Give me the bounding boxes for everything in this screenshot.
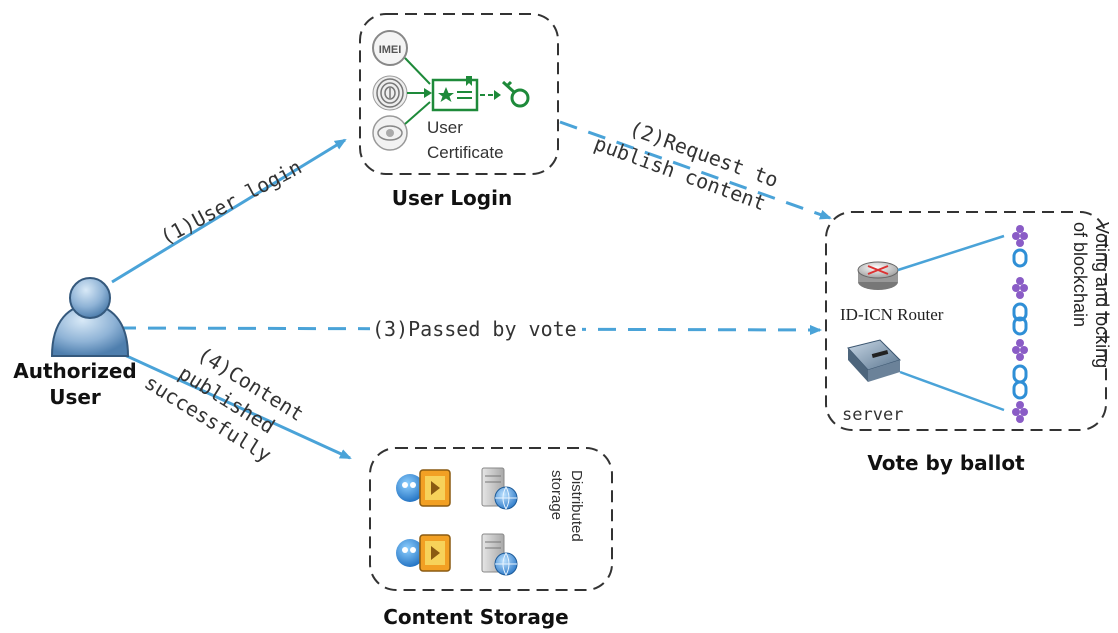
vote-title: Vote by ballot: [867, 451, 1025, 475]
storage-title: Content Storage: [383, 605, 569, 629]
storage-server-icon-1: [481, 467, 518, 510]
content-storage-box: Distributed storage Content Storage: [369, 447, 613, 629]
block-node-4: [1012, 401, 1028, 423]
server-chain-link: [899, 370, 1005, 412]
link-arrowhead: [424, 88, 432, 98]
step4-label: (4)Content published successfully: [140, 342, 308, 467]
router-chain-link: [897, 234, 1005, 272]
step3-label-bg: [370, 316, 582, 342]
storage-border: [369, 447, 613, 591]
chain-link-2: [1012, 302, 1028, 322]
chain-link-3: [1012, 316, 1028, 336]
storage-server-icon-2: [481, 533, 518, 576]
vote-border: [825, 211, 1107, 431]
user-login-title: User Login: [392, 186, 512, 210]
blockchain-caption-line1: Voting and locking: [1092, 222, 1112, 368]
block-node-1: [1012, 225, 1028, 247]
arrow-content-published: [117, 350, 352, 460]
step3-label: (3)Passed by vote: [372, 317, 577, 341]
chain-link-5: [1012, 380, 1028, 400]
user-login-border: [359, 13, 559, 175]
block-node-3: [1012, 339, 1028, 361]
blockchain-caption-line2: of blockchain: [1070, 222, 1090, 327]
key-icon: [501, 80, 530, 108]
chain-link-1: [1012, 248, 1028, 268]
certificate-icon: [431, 76, 479, 112]
chain-link-4: [1012, 364, 1028, 384]
router-icon: [857, 261, 899, 290]
vote-box: ID-ICN Router server Voting and locking …: [825, 211, 1112, 475]
server-label: server: [842, 405, 903, 425]
blockchain-caption: Voting and locking of blockchain: [1070, 222, 1112, 368]
arrow-request-publish: [559, 120, 832, 220]
router-label: ID-ICN Router: [840, 305, 944, 324]
imei-icon: IMEI: [372, 30, 408, 66]
media-content-icon-1: [396, 469, 451, 507]
imei-label: IMEI: [379, 44, 402, 56]
step1-label: (1)User login: [156, 155, 305, 250]
cert-to-key-arrowhead: [494, 90, 501, 100]
authorized-user: Authorized User: [13, 277, 137, 409]
arrow-user-login: [111, 138, 347, 284]
distributed-caption-line2: storage: [548, 470, 565, 520]
server-icon: [847, 339, 901, 382]
eye-link: [404, 101, 431, 125]
imei-link: [404, 57, 431, 85]
media-content-icon-2: [396, 534, 451, 572]
distributed-caption-line1: Distributed: [568, 470, 585, 542]
user-icon: [50, 277, 130, 357]
arrow-passed-by-vote: [117, 324, 822, 335]
block-node-2: [1012, 277, 1028, 299]
blockchain-icon: [1012, 225, 1028, 423]
user-name-line1: Authorized: [13, 359, 137, 383]
fingerprint-icon: [372, 75, 408, 111]
cert-label-line2: Certificate: [427, 143, 504, 162]
eye-scan-icon: [372, 115, 408, 151]
user-name-line2: User: [49, 385, 101, 409]
distributed-caption: Distributed storage: [548, 470, 585, 542]
user-login-box: IMEI U: [359, 13, 559, 210]
step2-label: (2)Request to publish content: [591, 116, 782, 215]
cert-label-line1: User: [427, 118, 463, 137]
